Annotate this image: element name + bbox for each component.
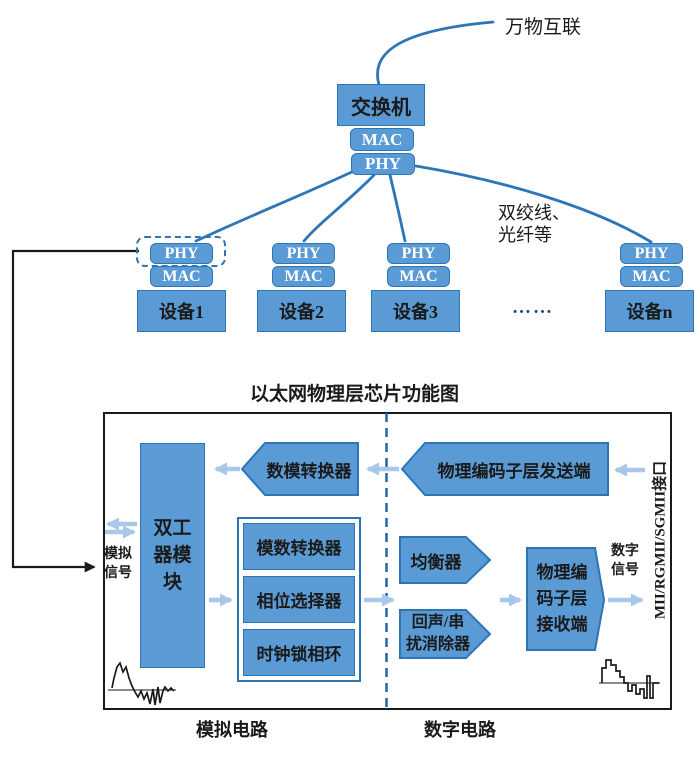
device3-mac-box: MAC — [387, 266, 450, 287]
pcs-receive-label: 物理编 码子层 接收端 — [527, 548, 597, 650]
device2-mac-box: MAC — [272, 266, 335, 287]
switch-mac-box: MAC — [350, 128, 414, 151]
medium-type-line1: 双绞线、 — [498, 203, 570, 223]
digital-circuit-label: 数字电路 — [424, 720, 496, 740]
switch-box: 交换机 — [337, 84, 425, 126]
line-switch-to-device-n — [414, 164, 653, 244]
echo-canceller-shape — [399, 609, 492, 659]
device-n-box: 设备n — [605, 290, 694, 332]
dac-shape — [240, 442, 359, 496]
echo-crosstalk-canceller-label: 回声/串 扰消除器 — [398, 610, 478, 658]
line-switch-to-device2 — [302, 173, 376, 243]
equalizer-shape — [399, 536, 492, 584]
echo-line1: 回声/串 — [411, 614, 465, 631]
chip-diagram-title: 以太网物理层芯片功能图 — [250, 384, 460, 405]
internet-label: 万物互联 — [505, 17, 582, 38]
line-switch-to-internet — [376, 20, 495, 87]
phase-selector-box: 相位选择器 — [243, 576, 355, 623]
medium-type-label: 双绞线、 光纤等 — [498, 202, 570, 246]
medium-type-line2: 光纤等 — [498, 225, 552, 245]
analog-signal-line2: 信号 — [104, 566, 132, 581]
digital-signal-label: 数字 信号 — [611, 542, 639, 580]
duplexer-line3: 块 — [162, 572, 182, 593]
device3-box: 设备3 — [371, 290, 460, 332]
pcs-receive-shape — [526, 547, 606, 651]
equalizer-label: 均衡器 — [410, 552, 462, 572]
adc-box: 模数转换器 — [243, 523, 355, 570]
device1-box: 设备1 — [137, 290, 226, 332]
device1-mac-box: MAC — [150, 266, 213, 287]
pcs-transmit-label: 物理编码子层发送端 — [437, 461, 591, 481]
phy-to-chip-connector-line — [11, 249, 139, 573]
analog-circuit-label: 模拟电路 — [196, 720, 268, 740]
pcs-rx-line1: 物理编 — [536, 563, 588, 582]
duplexer-line2: 器模 — [153, 545, 192, 566]
pcs-transmit-shape — [400, 442, 609, 496]
line-switch-to-device3 — [388, 173, 407, 243]
line-switch-to-device1 — [194, 169, 356, 243]
switch-phy-box: PHY — [351, 153, 415, 175]
mii-interface-label: MII/RGMII/SGMII接口 — [652, 460, 669, 620]
digital-waveform-icon — [601, 659, 659, 699]
device-n-mac-box: MAC — [620, 266, 683, 287]
echo-line2: 扰消除器 — [405, 636, 470, 653]
device2-phy-box: PHY — [272, 243, 335, 264]
pcs-rx-line3: 接收端 — [536, 615, 588, 634]
analog-waveform-icon — [111, 661, 175, 706]
digital-signal-line1: 数字 — [611, 544, 639, 559]
duplexer-module-box: 双工 器模 块 — [140, 443, 205, 668]
digital-signal-line2: 信号 — [611, 563, 639, 578]
device3-phy-box: PHY — [387, 243, 450, 264]
duplexer-line1: 双工 — [153, 518, 192, 539]
phy-highlight-dashed-box — [136, 236, 226, 267]
dac-label: 数模转换器 — [266, 461, 352, 481]
pcs-rx-line2: 码子层 — [536, 589, 588, 608]
analog-signal-label: 模拟 信号 — [104, 545, 132, 583]
device1-phy-box: PHY — [150, 243, 213, 264]
device-n-phy-box: PHY — [620, 243, 683, 264]
clock-pll-box: 时钟锁相环 — [243, 629, 355, 676]
devices-ellipsis: …… — [512, 297, 554, 318]
device2-box: 设备2 — [257, 290, 346, 332]
analog-signal-line1: 模拟 — [104, 547, 132, 562]
